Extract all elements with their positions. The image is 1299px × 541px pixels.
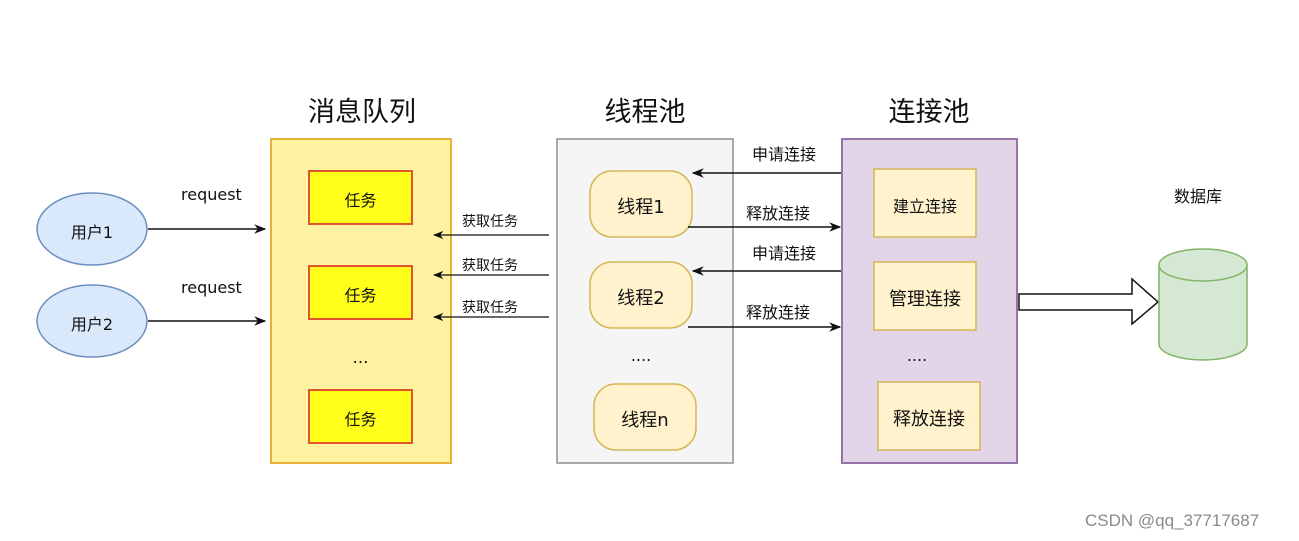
thread-label-2: 线程2 bbox=[617, 288, 665, 309]
conn-node-1 bbox=[873, 168, 977, 238]
fetch-label-3: 获取任务 bbox=[462, 300, 518, 316]
thread-pool-title: 线程池 bbox=[604, 97, 686, 128]
user1-label: 用户1 bbox=[70, 223, 114, 242]
conn-request-label-1: 申请连接 bbox=[752, 145, 817, 164]
conn-node-3 bbox=[877, 381, 981, 451]
conn-node-label-2: 管理连接 bbox=[889, 289, 961, 310]
task-label-3: 任务 bbox=[344, 410, 377, 429]
conn-node-label-3: 释放连接 bbox=[893, 409, 965, 430]
db-hollow-arrow bbox=[1018, 277, 1160, 326]
task-label-2: 任务 bbox=[344, 286, 377, 305]
conn-ellipsis: .... bbox=[906, 346, 928, 365]
user2-label: 用户2 bbox=[70, 315, 114, 334]
watermark-text: CSDN @qq_37717687 bbox=[1085, 511, 1260, 530]
fetch-label-1: 获取任务 bbox=[462, 214, 518, 230]
thread-node-2 bbox=[589, 261, 693, 329]
queue-ellipsis: … bbox=[352, 348, 369, 367]
thread-label-n: 线程n bbox=[621, 410, 669, 431]
task-box-3 bbox=[308, 389, 413, 444]
connection-pool-title: 连接池 bbox=[888, 97, 970, 128]
task-label-1: 任务 bbox=[344, 191, 377, 210]
database-cylinder bbox=[1158, 248, 1248, 361]
conn-request-label-2: 申请连接 bbox=[752, 244, 817, 263]
database-label: 数据库 bbox=[1173, 187, 1222, 206]
user2-node bbox=[36, 284, 148, 358]
conn-release-label-1: 释放连接 bbox=[746, 204, 811, 223]
thread-node-n bbox=[593, 383, 697, 451]
thread-ellipsis: .... bbox=[630, 346, 652, 365]
conn-node-label-1: 建立连接 bbox=[892, 197, 957, 216]
thread-node-1 bbox=[589, 170, 693, 238]
conn-release-label-2: 释放连接 bbox=[746, 303, 811, 322]
request-label-2: request bbox=[181, 278, 242, 297]
request-label-1: request bbox=[181, 185, 242, 204]
conn-node-2 bbox=[873, 261, 977, 331]
thread-label-1: 线程1 bbox=[617, 197, 665, 218]
queue-title: 消息队列 bbox=[308, 97, 416, 128]
fetch-label-2: 获取任务 bbox=[462, 258, 518, 274]
task-box-1 bbox=[308, 170, 413, 225]
task-box-2 bbox=[308, 265, 413, 320]
user1-node bbox=[36, 192, 148, 266]
